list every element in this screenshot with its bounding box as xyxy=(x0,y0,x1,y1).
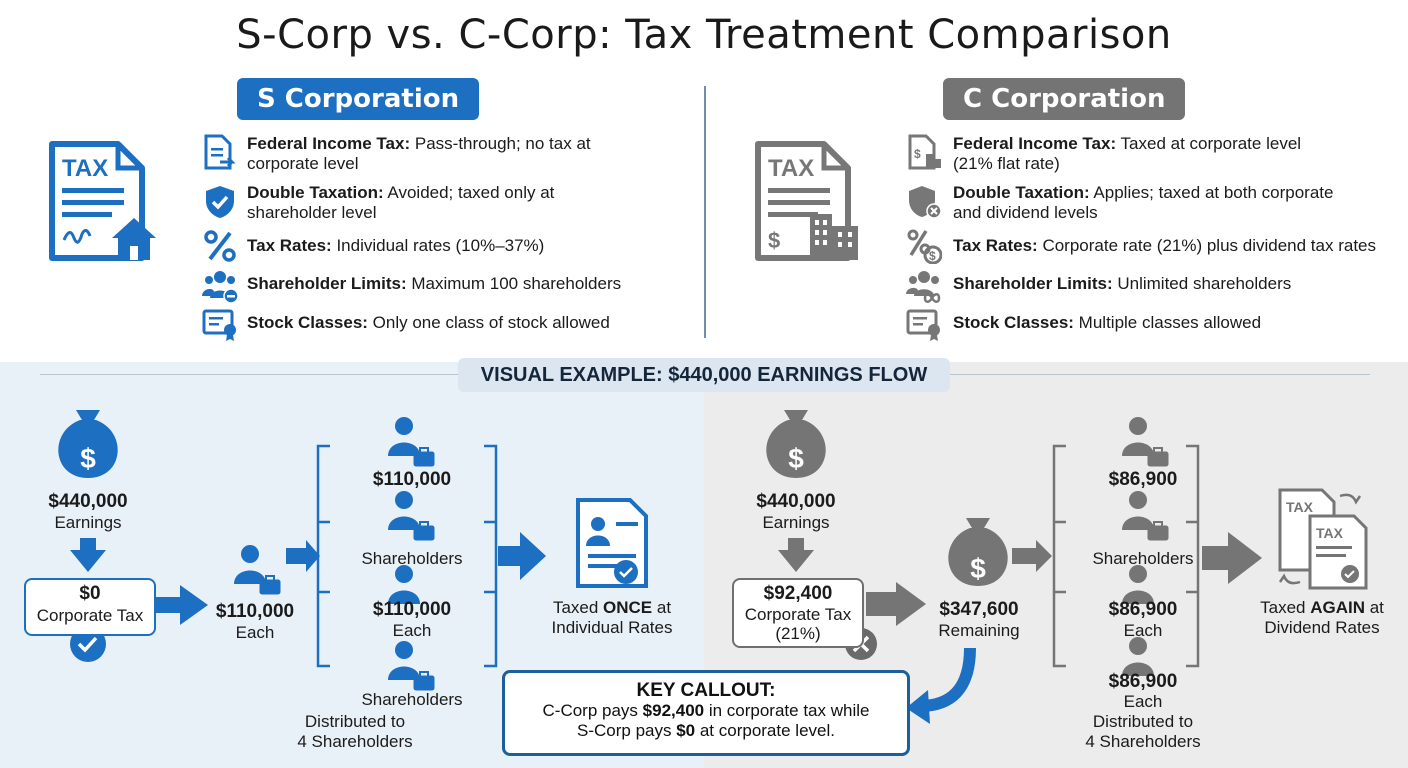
c-remaining-amount: $347,600 xyxy=(939,599,1019,620)
c-shareholder-3-label: Each xyxy=(1123,621,1163,640)
certificate-icon xyxy=(202,309,236,341)
page-title: S-Corp vs. C-Corp: Tax Treatment Compari… xyxy=(236,12,1172,58)
s-shareholder-1-amount: $110,000 xyxy=(372,469,452,490)
c-arrow-right-1 xyxy=(866,582,926,626)
s-each-amount: $110,000 xyxy=(215,601,295,622)
svg-text:$: $ xyxy=(929,249,936,263)
c-earnings-label: Earnings xyxy=(762,513,830,532)
c-feature-shareholder-limits: Shareholder Limits: Unlimited shareholde… xyxy=(953,274,1292,293)
svg-text:TAX: TAX xyxy=(1286,499,1314,515)
s-earnings-label: Earnings xyxy=(54,513,122,532)
svg-text:$: $ xyxy=(768,228,780,253)
s-distributed-line2: 4 Shareholders xyxy=(297,732,413,751)
s-tax-amount: $0 xyxy=(79,583,101,604)
s-each-label: Each xyxy=(235,623,275,642)
c-distributed-line2: 4 Shareholders xyxy=(1085,732,1201,751)
tax-document-house-icon: TAX xyxy=(49,141,156,261)
example-banner: VISUAL EXAMPLE: $440,000 EARNINGS FLOW xyxy=(458,358,950,392)
c-tax-rate: (21%) xyxy=(775,624,821,643)
c-tax-amount: $92,400 xyxy=(763,583,833,604)
c-shareholder-3-amount: $86,900 xyxy=(1108,599,1178,620)
svg-text:$: $ xyxy=(914,147,921,161)
svg-text:TAX: TAX xyxy=(1316,525,1344,541)
c-arrow-right-2 xyxy=(1012,540,1052,572)
svg-text:$: $ xyxy=(970,553,986,584)
s-feature-tax-rates: Tax Rates: Individual rates (10%–37%) xyxy=(247,236,545,255)
c-feature-tax-rates: Tax Rates: Corporate rate (21%) plus div… xyxy=(953,236,1377,255)
s-distribution-bracket xyxy=(316,444,498,668)
s-distributed-line1: Distributed to xyxy=(304,712,406,731)
svg-text:$: $ xyxy=(80,443,96,474)
c-earnings-amount: $440,000 xyxy=(756,491,836,512)
key-callout-box: KEY CALLOUT: C-Corp pays $92,400 in corp… xyxy=(502,670,910,756)
c-shareholder-4-label: Each xyxy=(1123,692,1163,711)
people-minus-icon xyxy=(202,271,238,304)
callout-line1: C-Corp pays $92,400 in corporate tax whi… xyxy=(542,701,870,720)
c-remaining-label: Remaining xyxy=(938,621,1020,640)
c-shareholder-2-label: Shareholders xyxy=(1092,549,1194,568)
c-arrow-down xyxy=(778,538,814,572)
s-arrow-right-2 xyxy=(286,540,320,572)
s-arrow-right-3 xyxy=(498,532,546,580)
s-arrow-down xyxy=(70,538,106,572)
c-shareholder-4-amount: $86,900 xyxy=(1108,671,1178,692)
callout-line2: S-Corp pays $0 at corporate level. xyxy=(577,721,835,740)
s-feature-federal-tax: Federal Income Tax: Pass-through; no tax… xyxy=(247,134,591,173)
s-arrow-right-1 xyxy=(156,585,208,625)
certificate-icon xyxy=(906,309,940,341)
people-infinity-icon xyxy=(906,271,941,303)
s-earnings-amount: $440,000 xyxy=(48,491,128,512)
c-feature-federal-tax: Federal Income Tax: Taxed at corporate l… xyxy=(953,134,1302,173)
s-feature-shareholder-limits: Shareholder Limits: Maximum 100 sharehol… xyxy=(247,274,622,293)
s-result-line2: Individual Rates xyxy=(551,618,673,637)
document-building-icon: $ xyxy=(908,134,941,170)
c-arrow-right-3 xyxy=(1202,532,1262,584)
svg-text:TAX: TAX xyxy=(62,155,108,182)
percent-coin-icon: $ xyxy=(907,229,942,264)
s-corp-heading: S Corporation xyxy=(237,78,480,120)
shield-x-icon xyxy=(909,186,942,219)
c-tax-label: Corporate Tax xyxy=(744,605,852,624)
c-result-line1: Taxed AGAIN at xyxy=(1260,598,1384,617)
c-corporate-tax-box xyxy=(732,578,864,648)
s-shareholder-3-label: Each xyxy=(392,621,432,640)
s-tax-label: Corporate Tax xyxy=(36,606,144,625)
percent-icon xyxy=(204,230,236,262)
s-shareholder-main-icon xyxy=(234,545,266,584)
s-shareholder-2-label: Shareholders xyxy=(361,549,463,568)
c-feature-double-taxation: Double Taxation: Applies; taxed at both … xyxy=(953,183,1334,222)
svg-text:TAX: TAX xyxy=(768,155,814,182)
c-shareholder-1-amount: $86,900 xyxy=(1108,469,1178,490)
c-feature-stock-classes: Stock Classes: Multiple classes allowed xyxy=(953,313,1262,332)
c-distributed-line1: Distributed to xyxy=(1092,712,1194,731)
document-arrow-icon xyxy=(204,134,236,170)
individual-tax-document-icon xyxy=(576,498,648,588)
tax-document-building-icon: TAX $ xyxy=(755,141,858,261)
svg-text:$: $ xyxy=(788,443,804,474)
s-feature-stock-classes: Stock Classes: Only one class of stock a… xyxy=(247,313,610,332)
dividend-tax-documents-icon: TAX TAX xyxy=(1278,488,1368,590)
s-result-line1: Taxed ONCE at xyxy=(552,598,672,617)
c-result-line2: Dividend Rates xyxy=(1264,618,1380,637)
c-corp-heading: C Corporation xyxy=(943,78,1186,120)
s-corporate-tax-box xyxy=(24,578,156,636)
c-distribution-bracket xyxy=(1052,444,1200,668)
s-shareholder-4-label: Shareholders xyxy=(361,690,463,709)
shield-check-icon xyxy=(206,186,234,218)
callout-heading: KEY CALLOUT: xyxy=(636,680,776,701)
column-divider xyxy=(704,86,706,338)
s-shareholder-3-amount: $110,000 xyxy=(372,599,452,620)
